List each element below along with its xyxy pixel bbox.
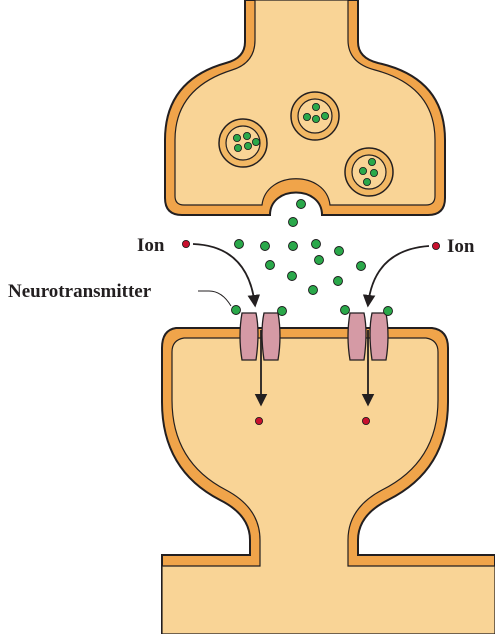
neurotransmitter-dot bbox=[234, 239, 244, 249]
bound-neurotransmitter-dot bbox=[231, 305, 241, 315]
neurotransmitter-dot bbox=[243, 141, 252, 150]
ion-label-right: Ion bbox=[447, 236, 475, 257]
neurotransmitter-dot bbox=[320, 112, 329, 121]
receptor-channel-left bbox=[239, 312, 281, 361]
neurotransmitter-dot bbox=[288, 217, 298, 227]
neurotransmitter-dot bbox=[288, 241, 298, 251]
neurotransmitter-dot bbox=[369, 168, 378, 177]
neurotransmitter-dot bbox=[251, 137, 260, 146]
ion-arrow-left bbox=[192, 243, 261, 308]
ion-dot-inside-left bbox=[254, 416, 263, 425]
neurotransmitter-dot bbox=[302, 113, 311, 122]
neurotransmitter-dot bbox=[233, 143, 242, 152]
bound-neurotransmitter-dot bbox=[340, 305, 350, 315]
neurotransmitter-dot bbox=[308, 285, 318, 295]
neurotransmitter-dot bbox=[232, 133, 241, 142]
released-neurotransmitters bbox=[234, 199, 366, 295]
neurotransmitter-dot bbox=[242, 131, 251, 140]
neurotransmitter-dot bbox=[314, 255, 324, 265]
neurotransmitter-label: Neurotransmitter bbox=[8, 281, 152, 302]
ion-label-left: Ion bbox=[137, 235, 165, 256]
neurotransmitter-dot bbox=[296, 199, 306, 209]
vesicle-left bbox=[218, 118, 268, 168]
bound-neurotransmitter-dot bbox=[277, 306, 287, 316]
vesicle-center bbox=[290, 91, 340, 141]
neurotransmitter-dot bbox=[356, 261, 366, 271]
neurotransmitter-dot bbox=[333, 276, 343, 286]
ion-dot-left bbox=[181, 239, 190, 248]
ion-dot-right bbox=[431, 241, 440, 250]
neurotransmitter-dot bbox=[362, 177, 371, 186]
neurotransmitter-dot bbox=[367, 157, 376, 166]
vesicle-right bbox=[344, 147, 394, 197]
postsynaptic-terminal bbox=[161, 327, 495, 634]
neurotransmitter-leader-line bbox=[198, 290, 232, 307]
neurotransmitter-dot bbox=[311, 115, 320, 124]
ion-dot-inside-right bbox=[361, 416, 370, 425]
neurotransmitter-dot bbox=[311, 103, 320, 112]
ion-arrow-right bbox=[362, 245, 430, 308]
neurotransmitter-dot bbox=[311, 239, 321, 249]
neurotransmitter-dot bbox=[265, 260, 275, 270]
receptor-channel-right bbox=[347, 312, 389, 361]
neurotransmitter-dot bbox=[334, 246, 344, 256]
bound-neurotransmitter-dot bbox=[383, 306, 393, 316]
neurotransmitter-dot bbox=[358, 166, 367, 175]
postsynaptic-inner bbox=[161, 337, 495, 634]
neurotransmitter-dot bbox=[260, 241, 270, 251]
neurotransmitter-dot bbox=[287, 271, 297, 281]
